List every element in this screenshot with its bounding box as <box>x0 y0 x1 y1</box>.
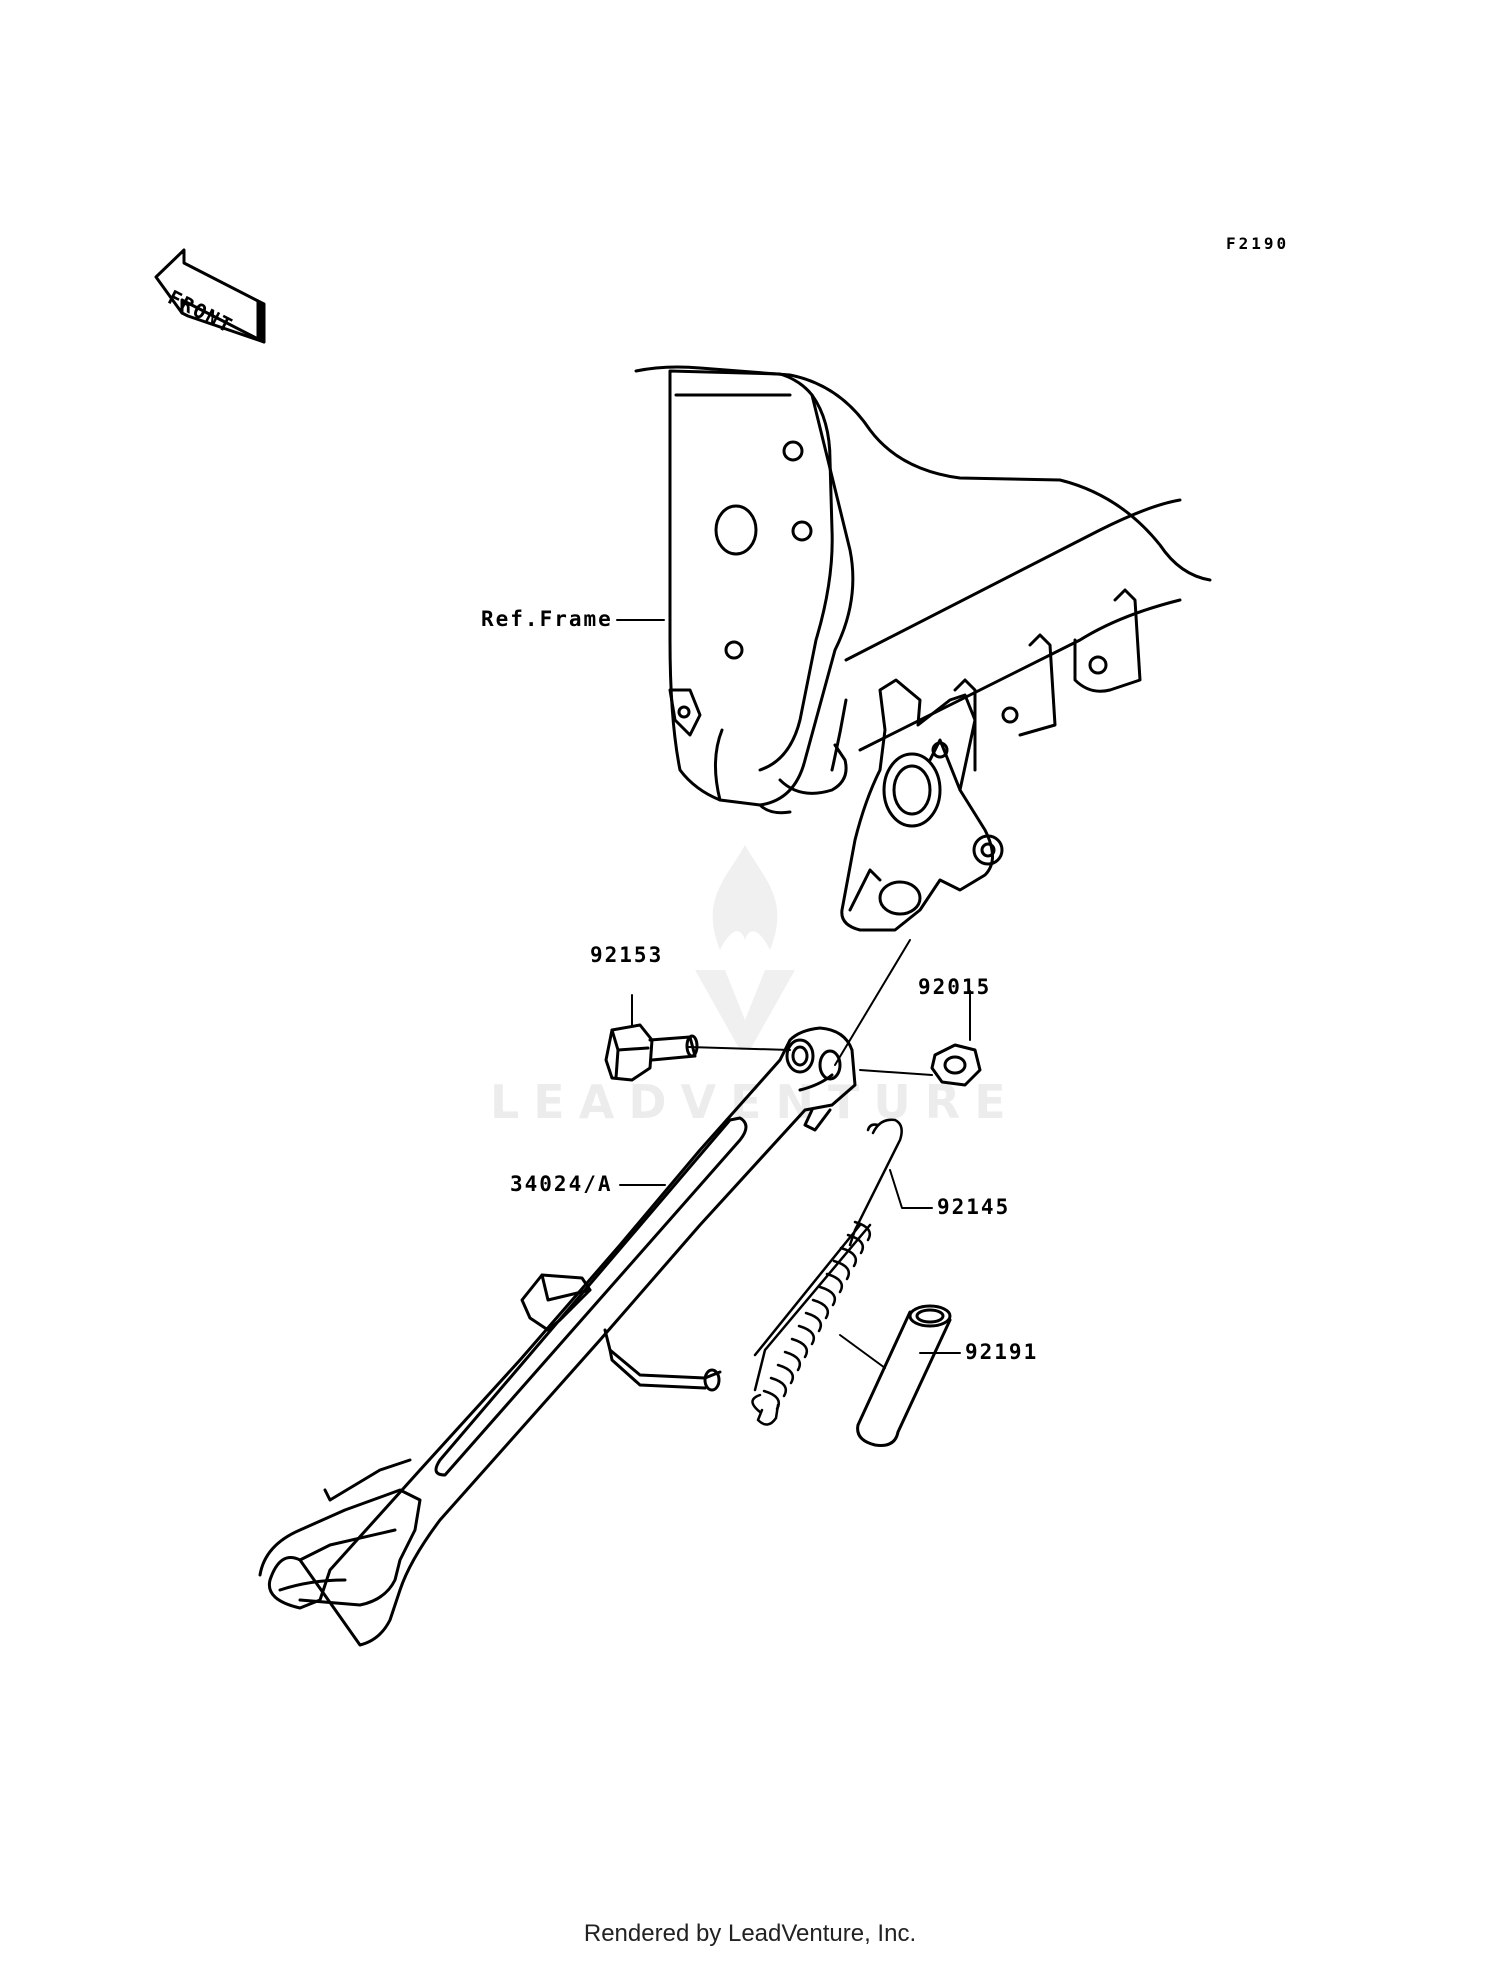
leadventure-watermark-text: LEADVENTURE <box>490 1075 1020 1129</box>
leader-lines <box>616 619 971 1369</box>
spring-92145 <box>751 1118 903 1426</box>
side-stand-34024A <box>258 1026 857 1647</box>
leadventure-watermark-logo <box>695 845 795 1050</box>
bolt-92153 <box>604 1023 699 1082</box>
spring-cover-92191 <box>856 1304 952 1447</box>
stand-mount-bracket <box>840 678 1004 932</box>
diagram-code: F2190 <box>1226 234 1290 253</box>
label-92191: 92191 <box>965 1340 1039 1364</box>
front-arrow-icon <box>154 248 266 344</box>
label-92145: 92145 <box>937 1195 1011 1219</box>
label-34024A: 34024/A <box>510 1172 613 1196</box>
frame-bracket <box>634 365 1212 815</box>
label-ref-frame: Ref.Frame <box>481 607 613 631</box>
label-92015: 92015 <box>918 975 992 999</box>
label-92153: 92153 <box>590 943 664 967</box>
footer-credit: Rendered by LeadVenture, Inc. <box>583 1920 917 1947</box>
nut-92015 <box>930 1043 982 1087</box>
